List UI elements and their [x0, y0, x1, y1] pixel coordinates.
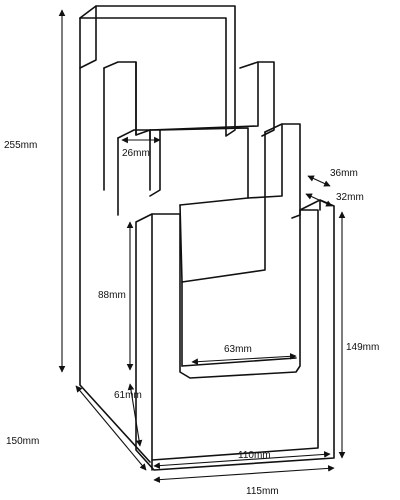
dim-base-depth: [75, 385, 147, 471]
label-base-width-outer: 115mm: [246, 486, 279, 497]
dimension-labels: 255mm 26mm 36mm 32mm 88mm 63mm 149mm 61m…: [4, 140, 379, 497]
label-height-total: 255mm: [4, 140, 37, 151]
dim-base-width-outer: [153, 465, 335, 483]
dimension-lines: [58, 9, 346, 483]
label-base-depth: 150mm: [6, 436, 39, 447]
label-side-depth-upper: 36mm: [330, 168, 358, 179]
dim-pocket-inner-width: [191, 353, 297, 365]
dim-side-depth-upper: [307, 175, 331, 187]
label-pocket-height: 88mm: [98, 290, 126, 301]
dim-base-width-inner: [153, 451, 331, 469]
dim-side-depth-lower: [305, 193, 333, 207]
label-base-width-inner: 110mm: [238, 450, 271, 461]
label-pocket-inner-width: 63mm: [224, 344, 252, 355]
label-side-depth-lower: 32mm: [336, 192, 364, 203]
label-front-height: 149mm: [346, 342, 379, 353]
label-front-lower-height: 61mm: [114, 390, 142, 401]
front-tier: [135, 199, 335, 471]
label-top-pocket-width: 26mm: [122, 148, 150, 159]
